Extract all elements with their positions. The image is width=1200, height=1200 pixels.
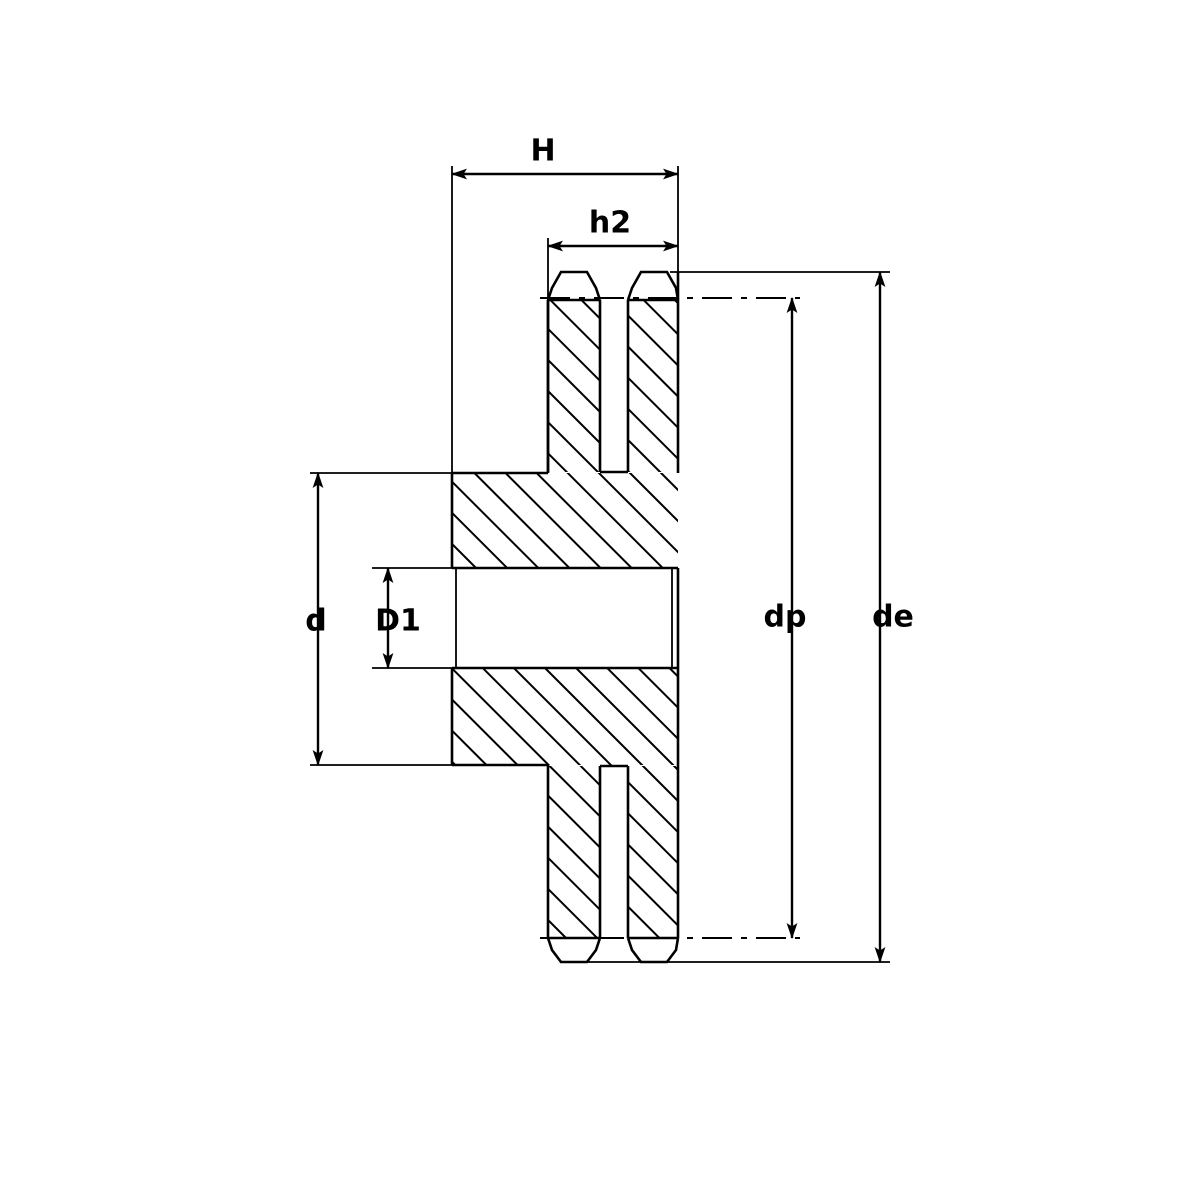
dimension-label-H: H <box>530 134 555 169</box>
dimension-label-D1: D1 <box>375 604 421 639</box>
tooth-profile-upper-left <box>546 270 602 301</box>
dimension-label-h2: h2 <box>589 206 631 241</box>
dimension-label-d: d <box>305 604 326 639</box>
sprocket-body-outline <box>450 270 680 964</box>
dimension-label-de: de <box>872 600 914 635</box>
dimension-lines <box>312 168 886 963</box>
tooth-profile-upper-right <box>626 270 680 301</box>
dimension-label-dp: dp <box>764 600 807 635</box>
pitch-reference-lines <box>540 297 800 939</box>
extension-lines <box>310 166 890 963</box>
